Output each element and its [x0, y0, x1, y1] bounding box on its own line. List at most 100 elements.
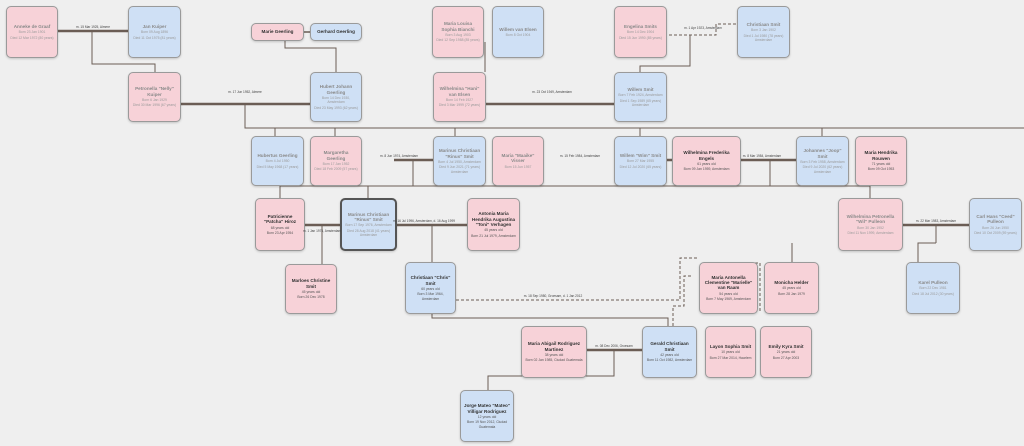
person-dates: Died 12 Sep 1988 (85 years) — [436, 38, 480, 43]
person-age: 61 years old — [697, 162, 716, 167]
person-dates: Died 23 May 1993 (62 years) — [314, 105, 358, 110]
person-age: 42 years old — [660, 353, 679, 358]
person-card[interactable]: Christiaan "Chris" Smit 60 years old Bor… — [405, 262, 456, 314]
person-card[interactable]: Petronella "Nelly" Kuiper Born 6 Jan 192… — [128, 72, 181, 122]
person-dates: Born 27 Mar 1955 — [626, 159, 655, 164]
person-card[interactable]: Willem van Elsen Born 8 Oct 1904 — [492, 6, 544, 58]
person-age: 71 years old — [871, 162, 891, 167]
person-age: 12 years old — [477, 414, 497, 419]
marriage-label: m. 22 Mar 1983, Amsterdam — [915, 219, 957, 223]
person-card[interactable]: Emily Kyra Smit 21 years old Born 27 Apr… — [760, 326, 812, 378]
person-card[interactable]: Maria Antonella Clementine "Marielle" va… — [699, 262, 758, 314]
marriage-label: m. 8 Mar 1984, Amsterdam — [742, 154, 782, 158]
person-name: Antonia Maria Hendrika Augustina "Toni" … — [471, 211, 516, 227]
person-dates: Died 12 Mar 1972 (80 years) — [10, 35, 54, 40]
person-name: Willem "Wim" Smit — [619, 153, 662, 158]
person-name: Maria Antonella Clementine "Marielle" va… — [704, 274, 753, 291]
person-card[interactable]: Layon Sophia Smit 10 years old Born 27 M… — [705, 326, 756, 378]
person-card[interactable]: Karel Pulleon Born 22 Dec 1981 Died 18 J… — [906, 262, 960, 314]
person-name: Maria Hendrika Rouwen — [864, 150, 898, 161]
person-card[interactable]: Hubertus Geerling Born 4 Jul 1950 Died 5… — [251, 136, 304, 186]
person-card[interactable]: Marloes Christine Smit 45 years old Born… — [285, 264, 337, 314]
focus-person-card[interactable]: Marinus Christiaan "Rinus" Smit Born 17 … — [340, 198, 397, 251]
person-name: Johannes "Joop" Smit — [803, 148, 842, 159]
person-card[interactable]: Wilhelmina Petronella "Wil" Pulleon Born… — [838, 198, 903, 251]
person-card[interactable]: Carl Hans "Ceed" Pulleon Born 26 Jun 195… — [969, 198, 1022, 251]
person-name: Emily Kyra Smit — [768, 344, 804, 349]
person-card[interactable]: Jorge Mateo "Mateo" Villigar Rodriguez 1… — [460, 390, 514, 442]
person-name: Margaretha Geerling — [323, 150, 349, 161]
person-dates: Born 4 Jul 1950, Amsterdam — [438, 159, 481, 164]
person-card[interactable]: Willem Smit Born 7 Feb 1924, Amsterdam D… — [614, 72, 667, 122]
person-dates: Born 09 Jan 1959, Amsterdam — [683, 167, 730, 172]
marriage-label: m. 23 Oct 1949, Amsterdam — [532, 90, 572, 94]
person-dates: Died 18 Feb 2009 (57 years) — [314, 167, 358, 172]
person-card[interactable]: Maria Hendrika Rouwen 71 years old Born … — [855, 136, 907, 186]
person-name: Gerhard Geerling — [317, 29, 355, 35]
marriage-label: m. 15 Mar 1925, Almere — [75, 25, 111, 29]
person-card[interactable]: Gerald Christiaan Smit 42 years old Born… — [642, 326, 697, 378]
person-card[interactable]: Maria Louisa Sophia Bianchi Born 3 Aug 1… — [432, 6, 484, 58]
person-card[interactable]: Marie Geerling — [251, 23, 304, 41]
person-dates: Born 4 Jul 1950 — [265, 159, 290, 164]
person-age: 45 years old — [301, 290, 321, 295]
person-card[interactable]: Antonia Maria Hendrika Augustina "Toni" … — [467, 198, 520, 251]
person-dates: Died 1 Jul 1980 (78 years) Amsterdam — [743, 33, 784, 42]
person-card[interactable]: Anneke de Graaf Born 23 Jan 1901 Died 12… — [6, 6, 58, 58]
person-card[interactable]: Patricienne "Patcha" Hiroz 68 years old … — [255, 198, 305, 251]
person-name: Wilhelmina Petronella "Wil" Pulleon — [846, 213, 895, 225]
person-dates: Born 02 Jan 1985, Ciudad Guatemala — [525, 358, 583, 363]
person-card[interactable]: Maria "Maaike" Visser Born 15 Jun 1957 — [492, 136, 544, 186]
person-dates: Died 28 Aug 2018 (41 years) Amsterdam — [346, 228, 391, 238]
marriage-label: m. 08 Dec 2006, Groesam — [595, 344, 633, 348]
person-card[interactable]: Maria Abigail Rodriguez Martinez 38 year… — [521, 326, 587, 378]
person-card[interactable]: Gerhard Geerling — [310, 23, 362, 41]
person-dates: Born 3 Mar 1964, Amsterdam — [417, 292, 444, 301]
person-name: Wilhelmina Frederika Engels — [683, 150, 730, 161]
person-name: Marie Geerling — [261, 29, 294, 35]
person-name: Patricienne "Patcha" Hiroz — [263, 213, 297, 225]
person-card[interactable]: Willem "Wim" Smit Born 27 Mar 1955 Died … — [614, 136, 667, 186]
person-name: Willem van Elsen — [499, 26, 537, 32]
person-name: Marloes Christine Smit — [291, 278, 331, 289]
person-dates: Born 14 Dec 1904 — [626, 30, 655, 35]
marriage-label: m. 18 Sep 1980, Groesam, d. 1 Jan 2012 — [523, 294, 583, 298]
person-card[interactable]: Jan Kuiper Born 09 Aug 1896 Died 11 Oct … — [128, 6, 181, 58]
person-card[interactable]: Marinus Christiaan "Rinus" Smit Born 4 J… — [433, 136, 486, 186]
person-dates: Born 19 Nov 2012, Ciudad Guatemala — [467, 420, 507, 429]
person-dates: Born 26 Jun 1950 — [982, 225, 1009, 230]
person-name: Anneke de Graaf — [13, 24, 51, 29]
person-card[interactable]: Engelina Smits Born 14 Dec 1904 Died 15 … — [614, 6, 667, 58]
person-card[interactable]: Monicha Helder 45 years old Born 28 Jan … — [764, 262, 819, 314]
person-card[interactable]: Margaretha Geerling Born 17 Jan 1952 Die… — [310, 136, 362, 186]
person-dates: Born 3 Aug 1903 — [445, 33, 471, 38]
person-age: 60 years old — [421, 286, 440, 291]
person-dates: Died 3 Mar 1999 (72 years) — [438, 103, 481, 108]
person-card[interactable]: Wilhelmina "Hani" van Elsen Born 14 Feb … — [433, 72, 486, 122]
person-dates: Died 30 Mar 1996 (67 years) — [132, 103, 177, 108]
person-dates: Born 21 Jul 1979, Amsterdam — [471, 233, 516, 238]
person-dates: Born 09 Oct 1953 — [867, 167, 895, 172]
person-name: Maria "Maaike" Visser — [501, 152, 535, 164]
person-age: 68 years old — [270, 225, 290, 230]
person-dates: Born 14 Feb 1927 — [445, 98, 474, 103]
person-dates: Born 23 Apr 1954 — [266, 230, 294, 235]
person-card[interactable]: Johannes "Joop" Smit Born 3 Feb 1958, Am… — [796, 136, 849, 186]
person-dates: Born 30 Jan 1952 — [857, 225, 884, 230]
person-card[interactable]: Wilhelmina Frederika Engels 61 years old… — [672, 136, 741, 186]
marriage-label: m. 16 Jul 1996, Amsterdam, d. 16 Aug 199… — [392, 219, 456, 223]
person-name: Carl Hans "Ceed" Pulleon — [976, 213, 1015, 225]
person-card[interactable]: Hubert Johann Geerling Born 14 Dec 1930,… — [310, 72, 362, 122]
marriage-label: m. 1 Jan 1976, Amsterdam — [302, 229, 342, 233]
person-dates: Born 6 Jan 1929 — [142, 98, 167, 103]
person-card[interactable]: Christiaan Smit Born 3 Jan 1902 Died 1 J… — [737, 6, 790, 58]
person-dates: Born 14 Dec 1930, Amsterdam — [321, 95, 351, 105]
person-dates: Born 09 Aug 1896 — [140, 30, 169, 35]
person-dates: Born 3 Feb 1958, Amsterdam — [800, 159, 845, 164]
person-dates: Died 1 Sep 1989 (65 years) Amsterdam — [619, 98, 662, 107]
person-name: Jorge Mateo "Mateo" Villigar Rodriguez — [464, 403, 510, 414]
person-name: Maria Abigail Rodriguez Martinez — [527, 341, 581, 352]
person-dates: Died 9 Jul 2020 (62 years) Amsterdam — [802, 165, 843, 174]
person-name: Christiaan "Chris" Smit — [410, 275, 451, 286]
person-dates: Born 23 Jan 1901 — [18, 30, 46, 35]
